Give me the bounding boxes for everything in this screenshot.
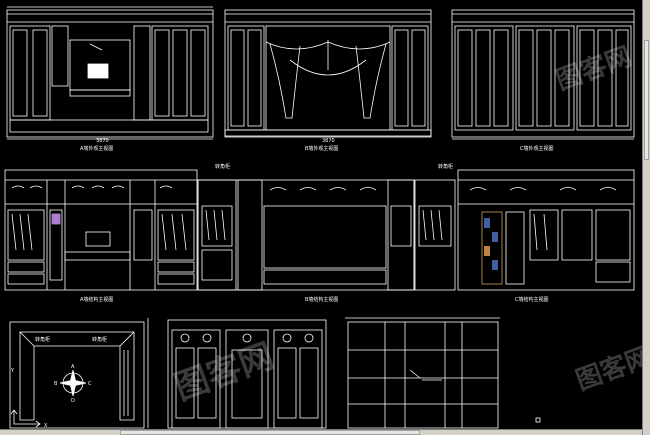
compass-east: C — [88, 381, 92, 387]
elevation-c — [451, 9, 635, 140]
caption-c-structure: C墙结构主视图 — [515, 296, 549, 303]
caption-a-structure: A墙结构主视图 — [80, 296, 113, 303]
tag-corner-cabinet-a: 转角柜 — [215, 163, 230, 170]
caption-a-front: A墙外观主视图 — [80, 145, 113, 152]
axis-x-label: X — [44, 423, 48, 429]
axis-y-label: Y — [10, 368, 15, 374]
dimension-label: 3870 — [96, 138, 109, 144]
accent-marker — [51, 213, 61, 225]
structure-c — [414, 169, 635, 291]
compass-south: D — [71, 398, 75, 404]
caption-c-front: C墙外观主视图 — [520, 145, 554, 152]
watermark-text: 图客网 — [572, 341, 642, 397]
door-elevation — [147, 318, 327, 429]
tag-corner-cabinet-c: 转角柜 — [438, 163, 453, 170]
structure-a — [4, 169, 198, 291]
horizontal-scroll-thumb[interactable] — [120, 430, 420, 435]
watermark-group: 图客网 图客网 图客网 — [169, 41, 642, 409]
plan-corner-left: 转角柜 — [35, 336, 50, 343]
vertical-scrollbar[interactable] — [642, 0, 650, 435]
elevation-b — [224, 9, 432, 138]
plan-corner-right: 转角柜 — [92, 336, 107, 343]
compass-west: B — [54, 381, 58, 387]
horizontal-scrollbar[interactable] — [0, 429, 642, 435]
dimension-label: 3870 — [322, 138, 335, 144]
watermark-text: 图客网 — [169, 336, 279, 408]
floor-plan — [9, 321, 145, 429]
elevation-a — [6, 6, 214, 140]
vertical-scroll-thumb[interactable] — [644, 40, 649, 160]
caption-b-front: B墙外观主视图 — [305, 145, 338, 152]
caption-b-structure: B墙结构主视图 — [305, 296, 338, 303]
cad-drawing: 图客网 图客网 图客网 A墙外观主视图 3870 — [4, 6, 642, 429]
structure-b — [197, 179, 415, 291]
shelf-section — [345, 317, 541, 429]
compass-north: A — [71, 364, 75, 370]
drawing-viewport[interactable]: 图客网 图客网 图客网 A墙外观主视图 3870 — [0, 0, 642, 429]
